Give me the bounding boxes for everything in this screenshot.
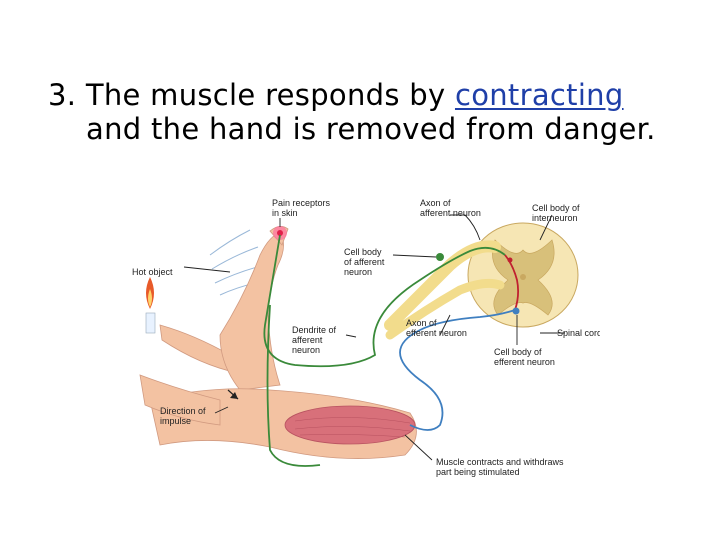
afferent-cell-body: [436, 253, 444, 261]
diagram-labels: Pain receptors in skin Axon of afferent …: [132, 198, 600, 477]
efferent-cell-body: [512, 307, 520, 315]
text-line1: The muscle responds by: [85, 78, 455, 112]
hot-object-candle: [145, 277, 156, 334]
afferent-neuron: [263, 234, 506, 368]
label-axon-aff-1: Axon of: [420, 198, 451, 208]
label-cell-aff-2: of afferent: [344, 257, 385, 267]
label-spinal-cord: Spinal cord: [557, 328, 600, 338]
slide-text: 3. The muscle responds by contracting an…: [48, 78, 708, 146]
contracting-link[interactable]: contracting: [454, 78, 624, 112]
label-dendrite-2: afferent: [292, 335, 323, 345]
label-direction-1: Direction of: [160, 406, 206, 416]
reflex-arc-diagram: Pain receptors in skin Axon of afferent …: [132, 198, 600, 477]
label-dendrite-1: Dendrite of: [292, 325, 337, 335]
label-cell-inter-2: interneuron: [532, 213, 578, 223]
label-axon-aff-2: afferent neuron: [420, 208, 481, 218]
text-line2: and the hand is removed from danger.: [86, 112, 656, 146]
label-axon-eff-1: Axon of: [406, 318, 437, 328]
label-cell-inter-1: Cell body of: [532, 203, 580, 213]
spinal-cord: [467, 222, 579, 328]
label-dendrite-3: neuron: [292, 345, 320, 355]
list-number: 3.: [48, 78, 77, 112]
label-pain-2: in skin: [272, 208, 298, 218]
label-cell-eff-2: efferent neuron: [494, 357, 555, 367]
label-cell-eff-1: Cell body of: [494, 347, 542, 357]
label-hot-object: Hot object: [132, 267, 173, 277]
leader-lines: [183, 214, 565, 461]
label-cell-aff-3: neuron: [344, 267, 372, 277]
muscle: [284, 405, 416, 445]
label-direction-2: impulse: [160, 416, 191, 426]
label-muscle-2: part being stimulated: [436, 467, 520, 477]
interneuron-cell-body: [507, 257, 513, 263]
afferent-dendrite: [266, 304, 321, 467]
label-muscle-1: Muscle contracts and withdraws: [436, 457, 564, 467]
label-axon-eff-2: efferent neuron: [406, 328, 467, 338]
label-pain-1: Pain receptors: [272, 198, 331, 208]
efferent-neuron: [399, 309, 516, 431]
label-cell-aff-1: Cell body: [344, 247, 382, 257]
